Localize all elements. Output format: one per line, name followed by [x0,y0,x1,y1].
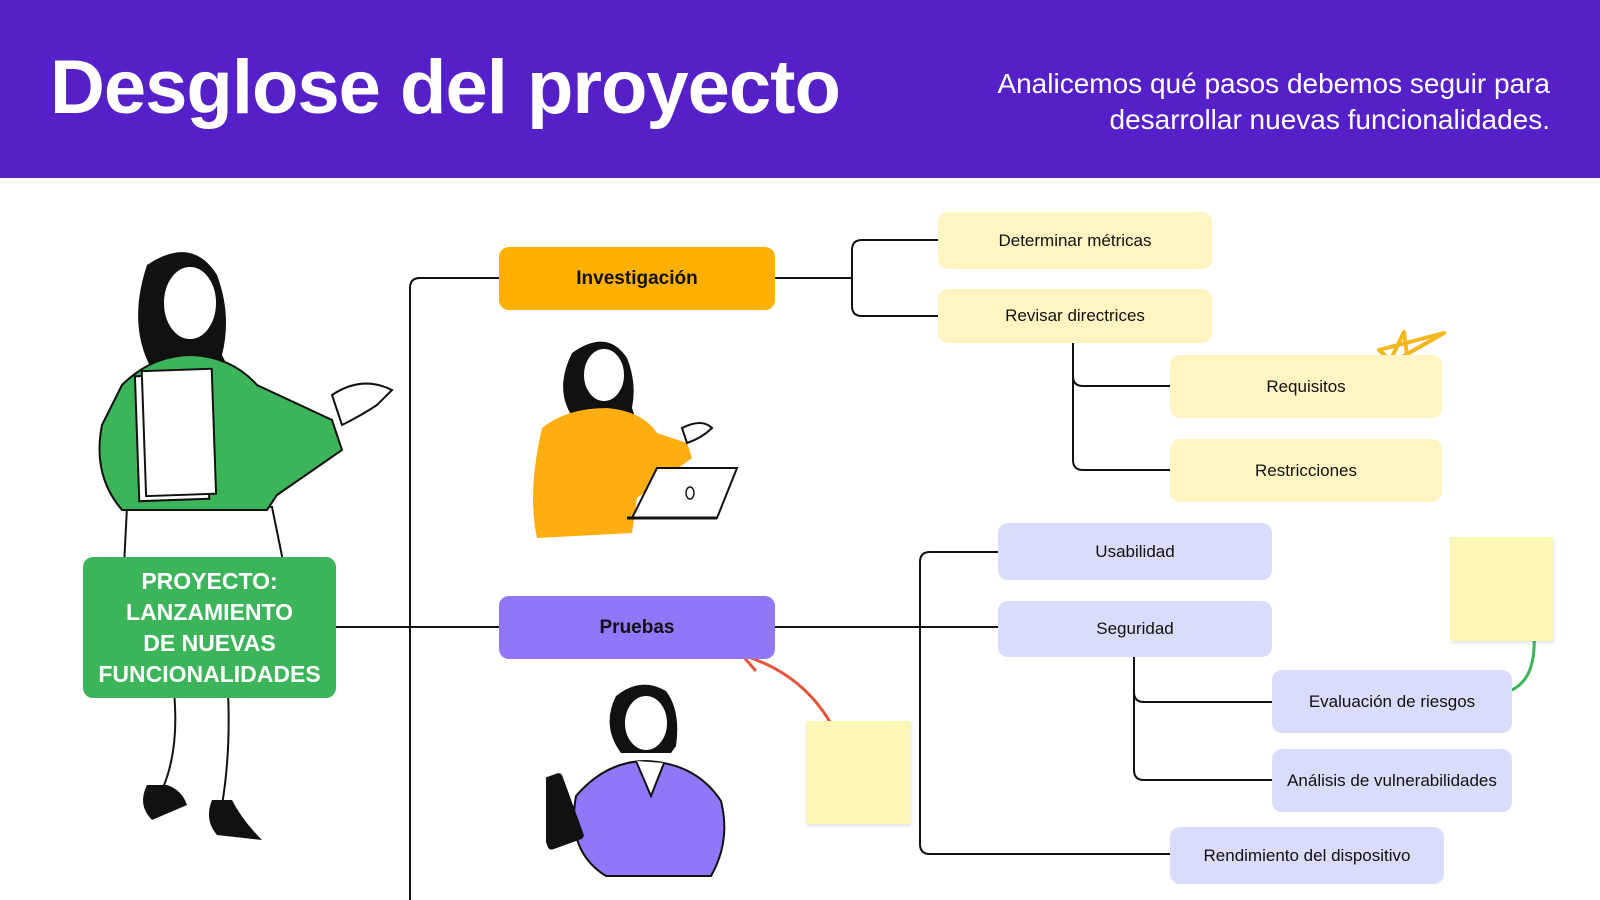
node-investigacion-label: Investigación [576,267,698,289]
node-analisis-vulnerabilidades[interactable]: Análisis de vulnerabilidades [1272,749,1512,812]
root-line-2: LANZAMIENTO [126,598,293,625]
node-revisar-directrices[interactable]: Revisar directrices [938,289,1212,343]
node-revisar-directrices-label: Revisar directrices [1005,306,1145,325]
sticky-note [806,721,910,824]
connector-directrices-children [1072,343,1170,471]
node-investigacion[interactable]: Investigación [499,247,775,310]
page-title: Desglose del proyecto [50,45,841,130]
connector-root-trunk [336,626,411,900]
node-pruebas-label: Pruebas [599,616,675,638]
node-usabilidad-label: Usabilidad [1095,541,1175,561]
node-determinar-metricas[interactable]: Determinar métricas [938,212,1212,269]
node-evaluacion-riesgos-label: Evaluación de riesgos [1308,691,1476,711]
connector-investigacion [409,277,499,627]
laptop-woman-illustration [533,341,739,538]
page-subtitle: Analicemos qué pasos debemos seguir para… [910,66,1550,138]
node-pruebas[interactable]: Pruebas [499,596,775,659]
tablet-woman-illustration [546,684,726,877]
node-seguridad-label: Seguridad [1096,619,1174,638]
connector-investigacion-children [775,239,938,317]
subtitle-line-1: Analicemos qué pasos debemos seguir para [997,68,1550,99]
node-requisitos-label: Requisitos [1266,376,1346,396]
node-rendimiento-dispositivo[interactable]: Rendimiento del dispositivo [1170,827,1444,884]
presenter-woman-illustration [98,252,394,840]
connector-pruebas-children [775,551,1170,855]
node-analisis-vulnerabilidades-label: Análisis de vulnerabilidades [1287,770,1497,790]
node-restricciones[interactable]: Restricciones [1170,439,1442,502]
node-usabilidad[interactable]: Usabilidad [998,523,1272,580]
node-determinar-metricas-label: Determinar métricas [998,230,1152,250]
root-line-1: PROYECTO: [141,567,278,594]
sticky-note [1450,537,1553,641]
node-restricciones-label: Restricciones [1254,460,1358,480]
node-seguridad[interactable]: Seguridad [998,601,1272,657]
node-rendimiento-dispositivo-label: Rendimiento del dispositivo [1203,845,1411,865]
header-banner: Desglose del proyecto Analicemos qué pas… [0,0,1600,178]
connector-seguridad-children [1133,656,1272,781]
node-evaluacion-riesgos[interactable]: Evaluación de riesgos [1272,670,1512,733]
node-requisitos[interactable]: Requisitos [1170,355,1442,418]
root-node-proyecto[interactable]: PROYECTO: LANZAMIENTO DE NUEVAS FUNCIONA… [83,557,336,698]
root-line-3: DE NUEVAS [143,629,276,656]
root-line-4: FUNCIONALIDADES [98,660,321,687]
subtitle-line-2: desarrollar nuevas funcionalidades. [1109,104,1551,135]
